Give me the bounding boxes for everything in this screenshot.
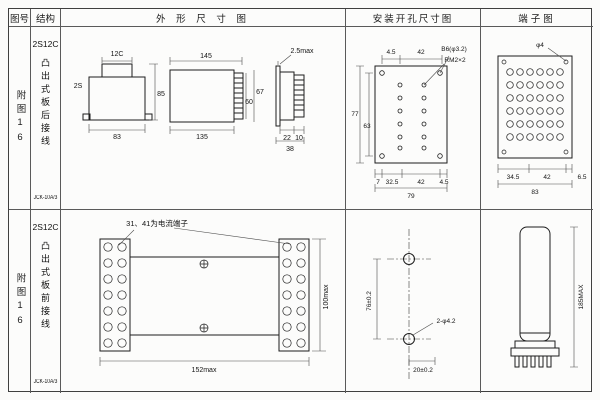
- dim-42: 42: [543, 174, 551, 181]
- dim-63: 63: [363, 123, 371, 130]
- dim-185max: 185MAX: [578, 284, 585, 310]
- dim-135: 135: [196, 134, 208, 141]
- dim-10: 10: [295, 135, 303, 142]
- dim-83: 83: [113, 134, 121, 141]
- dim-4-5-left: 4.5: [386, 49, 395, 56]
- outline-cell-row2: 31、41为电流端子 100max 152max: [61, 210, 346, 393]
- terminal-cell-row2: 185MAX: [481, 210, 593, 393]
- centerlines: [386, 229, 431, 379]
- hole-pattern: [378, 69, 443, 159]
- dimension-labels: 12C 2S 83 85 145 135 60 67 2.5max 22 10 …: [73, 48, 313, 153]
- dimension-lines: [372, 258, 435, 365]
- fig-no-cell-row1: 附图16: [9, 27, 31, 210]
- header-outline-dims: 外 形 尺 寸 图: [61, 9, 346, 27]
- terminal-diagram-row1: φ4 34.5 42 6.5 83: [497, 42, 587, 196]
- panel-outline: [374, 65, 447, 163]
- type-code-row2: JCK-10A/3: [33, 379, 58, 385]
- terminal-panel: [497, 55, 573, 158]
- dim-152max: 152max: [191, 367, 216, 374]
- dim-145: 145: [200, 53, 212, 60]
- dim-2-5max: 2.5max: [290, 48, 313, 55]
- dimension-lines: [497, 47, 573, 188]
- dim-20: 20±0.2: [413, 367, 433, 374]
- structure-cell-row2: 2S12C 凸出式板前接线 JCK-10A/3: [31, 210, 61, 393]
- dim-60: 60: [245, 99, 253, 106]
- terminal-side-view-row2: 185MAX: [510, 226, 585, 368]
- dimension-lines: [570, 226, 578, 368]
- dimension-lines: [355, 54, 449, 192]
- terminal-circles: [102, 242, 306, 348]
- spec-table: 图号 结构 外 形 尺 寸 图 安装开孔尺寸图 端子图 附图16 2S12C 凸…: [8, 8, 593, 393]
- model-label-row1: 2S12C: [32, 39, 59, 49]
- header-fig-no: 图号: [9, 9, 31, 27]
- type-code-row1: JCK-10A/3: [33, 195, 58, 201]
- header-terminal-diagram: 端子图: [481, 9, 593, 27]
- mounting-hole-drawing-row1: 4.5 42 B6(φ3.2) RM2×2 77 63 7 32.5 42 4.…: [351, 46, 466, 200]
- dim-76: 76±0.2: [366, 291, 373, 311]
- dim-phi4: φ4: [536, 42, 544, 49]
- relay-front-shapes: [99, 238, 309, 352]
- dim-6-5: 6.5: [577, 174, 586, 181]
- dim-83: 83: [531, 189, 539, 196]
- dim-2s: 2S: [73, 83, 82, 90]
- header-structure: 结构: [31, 9, 61, 27]
- dim-7: 7: [376, 179, 380, 186]
- mounting-cell-row2: 76±0.2 2-φ4.2 20±0.2: [346, 210, 481, 393]
- dim-77: 77: [351, 111, 359, 118]
- current-terminal-note: 31、41为电流端子: [126, 218, 188, 228]
- dim-34-5: 34.5: [507, 174, 520, 181]
- dim-2-phi4-2: 2-φ4.2: [436, 318, 455, 325]
- dim-38: 38: [286, 146, 294, 153]
- dim-22: 22: [283, 135, 291, 142]
- dim-42-bottom: 42: [417, 179, 425, 186]
- dim-100max: 100max: [323, 284, 330, 309]
- mounting-hole-drawing-row2: 76±0.2 2-φ4.2 20±0.2: [366, 229, 456, 379]
- terminal-holes: [501, 59, 569, 154]
- dim-32-5: 32.5: [385, 179, 398, 186]
- dimension-lines: [88, 54, 304, 144]
- structure-cell-row1: 2S12C 凸出式板后接线 JCK-10A/3: [31, 27, 61, 210]
- model-label-row2: 2S12C: [32, 222, 59, 232]
- dim-67: 67: [256, 89, 264, 96]
- dimension-lines: [99, 227, 326, 366]
- dim-42-top: 42: [417, 49, 425, 56]
- dim-79: 79: [407, 193, 415, 200]
- outline-cell-row1: 12C 2S 83 85 145 135 60 67 2.5max 22 10 …: [61, 27, 346, 210]
- fig-no-cell-row2: 附图16: [9, 210, 31, 393]
- dim-4-5-right: 4.5: [439, 179, 448, 186]
- fig-no-label-row2: 附图16: [14, 273, 26, 330]
- dimension-labels: 185MAX: [578, 284, 585, 310]
- dimension-labels: φ4 34.5 42 6.5 83: [507, 42, 587, 196]
- dimension-labels: 76±0.2 2-φ4.2 20±0.2: [366, 291, 456, 374]
- outline-drawing-front-wiring: 31、41为电流端子 100max 152max: [99, 218, 330, 374]
- header-mounting-dims: 安装开孔尺寸图: [346, 9, 481, 27]
- relay-side-shapes: [510, 226, 560, 368]
- dim-12c: 12C: [110, 51, 123, 58]
- outline-drawing-rear-wiring: 12C 2S 83 85 145 135 60 67 2.5max 22 10 …: [73, 48, 313, 153]
- dimension-labels: 4.5 42 B6(φ3.2) RM2×2 77 63 7 32.5 42 4.…: [351, 46, 466, 200]
- terminal-cell-row1: φ4 34.5 42 6.5 83: [481, 27, 593, 210]
- structure-desc-row2: 凸出式板前接线: [40, 241, 50, 332]
- fig-no-label-row1: 附图16: [14, 89, 26, 147]
- hole-spec-label: B6(φ3.2): [441, 46, 467, 53]
- thread-spec-label: RM2×2: [444, 57, 466, 64]
- structure-desc-row1: 凸出式板后接线: [40, 58, 50, 149]
- drill-holes: [402, 253, 415, 345]
- dim-85: 85: [157, 91, 165, 98]
- mounting-cell-row1: 4.5 42 B6(φ3.2) RM2×2 77 63 7 32.5 42 4.…: [346, 27, 481, 210]
- labels: 31、41为电流端子 100max 152max: [126, 218, 330, 374]
- relay-outline-shapes: [82, 63, 304, 126]
